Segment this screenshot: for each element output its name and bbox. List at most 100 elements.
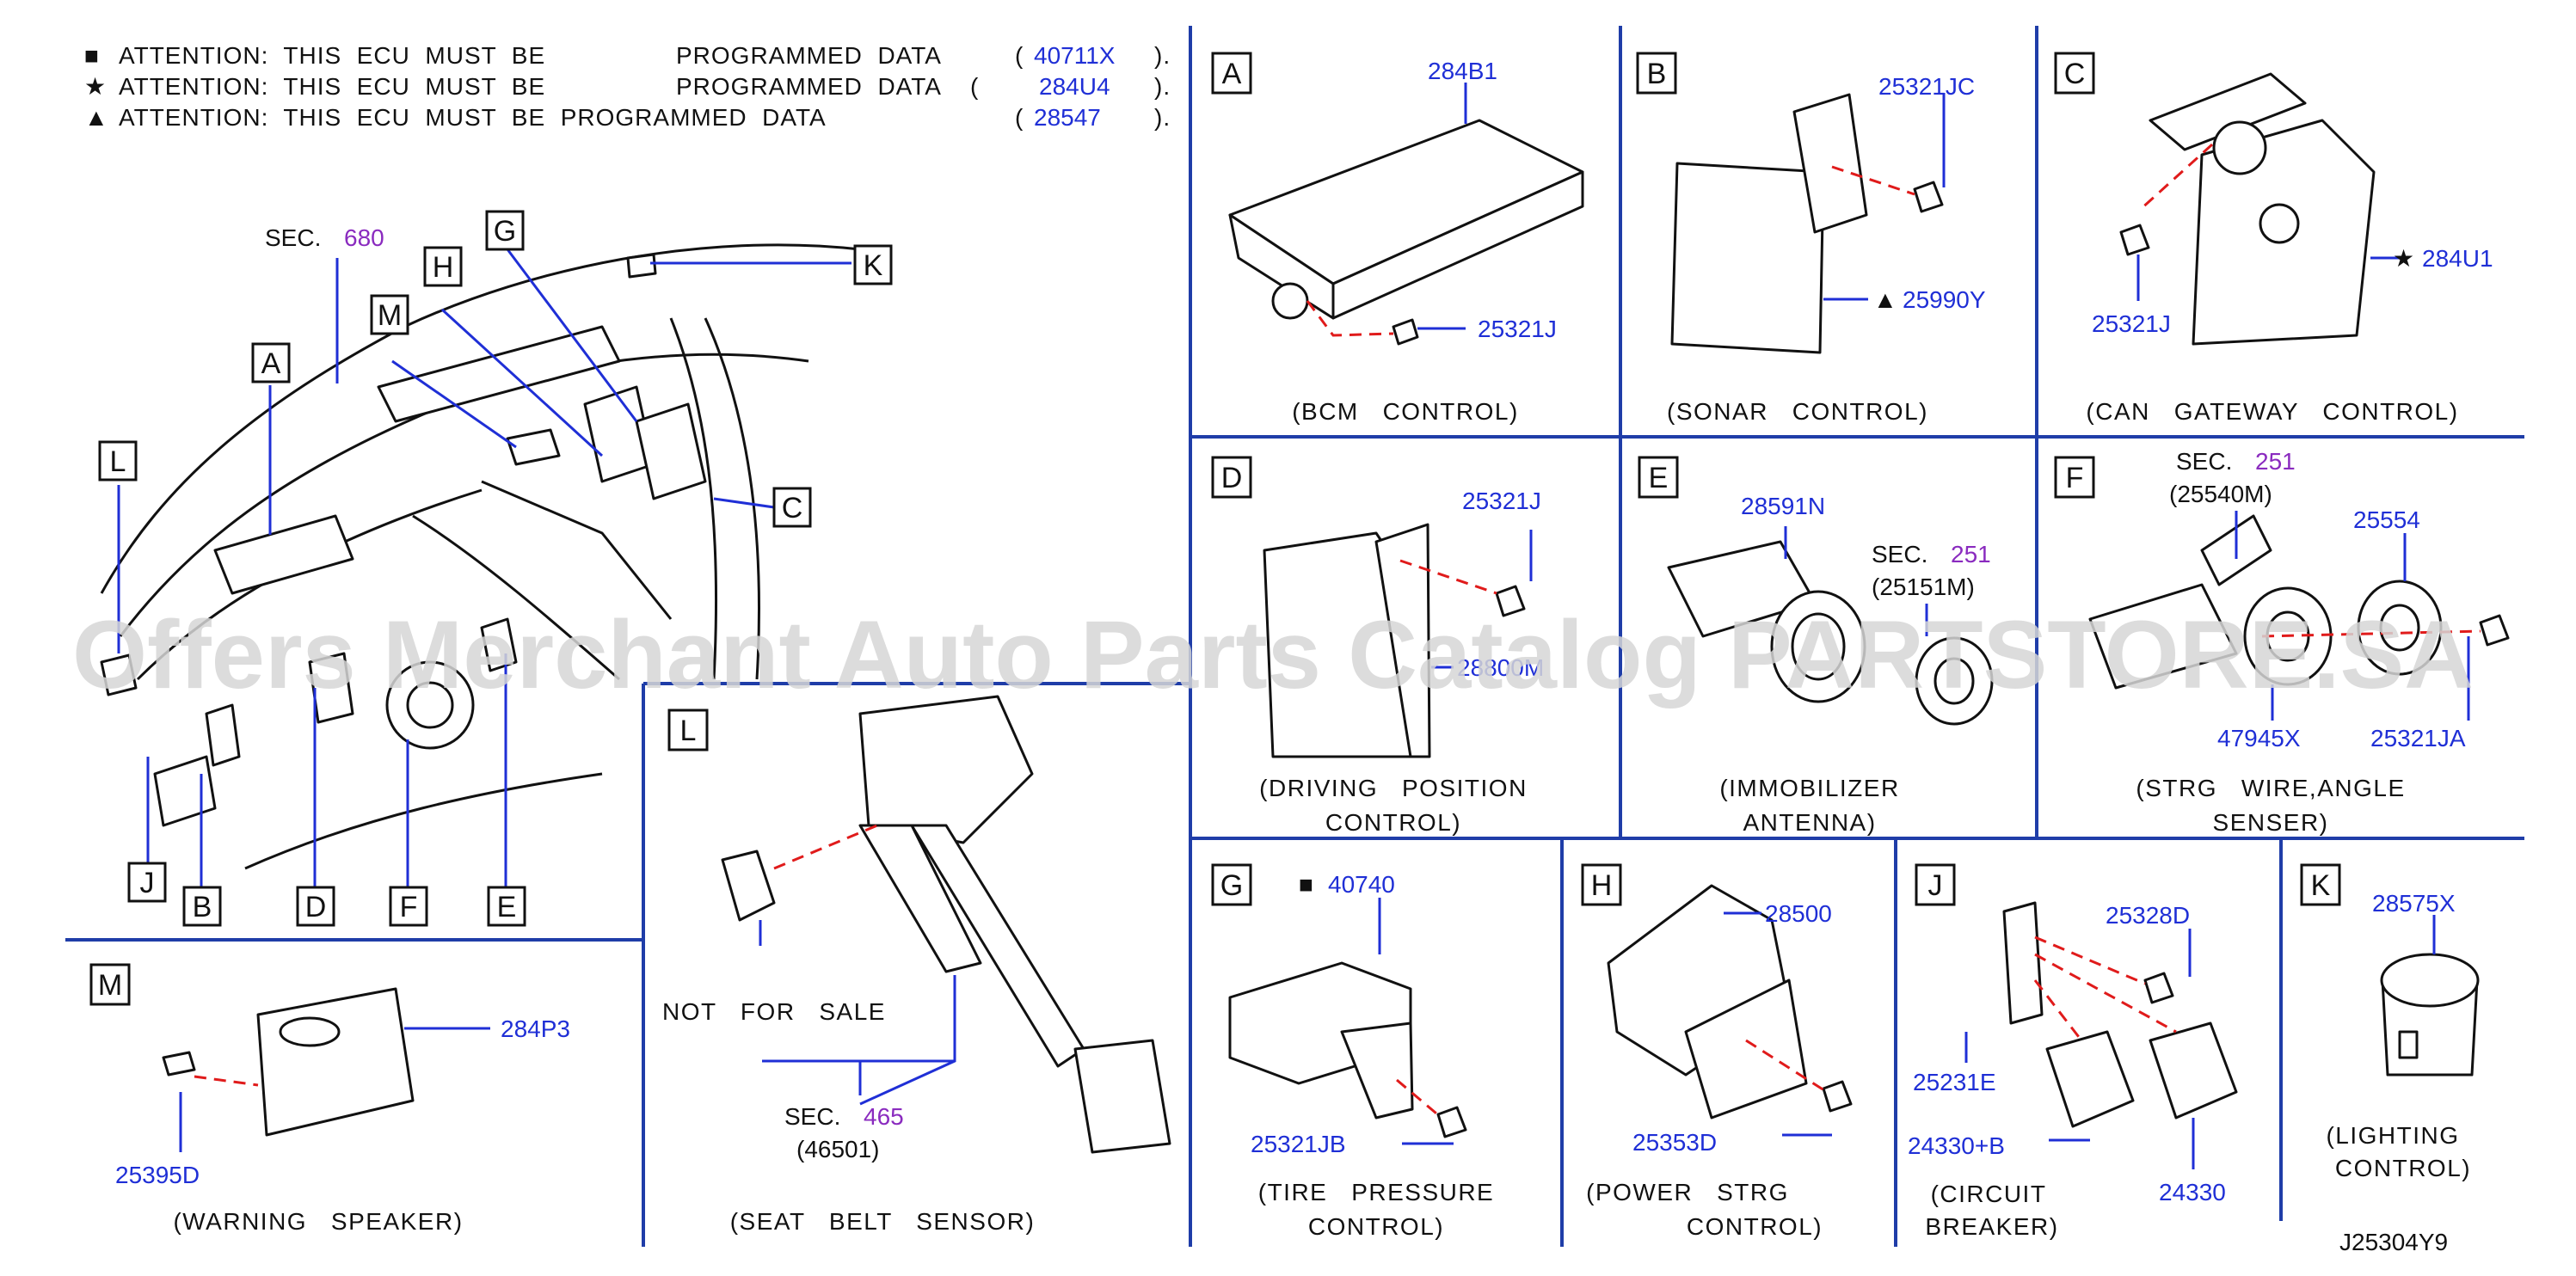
attention-1-code: 40711X — [1034, 42, 1116, 69]
panel-E-caption-1: (IMMOBILIZER — [1719, 775, 1899, 801]
panel-H-part-25353D: 25353D — [1632, 1129, 1717, 1156]
overview-callout-B[interactable]: B — [182, 886, 222, 927]
panel-D-caption-1: (DRIVING POSITION — [1259, 775, 1528, 801]
attention-2-code: 284U4 — [1039, 73, 1110, 100]
panel-L-sec-number: 465 — [864, 1103, 904, 1130]
attention-2-text2: PROGRAMMED DATA — [676, 73, 942, 100]
panel-J-letter: J — [1928, 869, 1943, 902]
panel-F-sec-label: SEC. — [2176, 448, 2232, 475]
panel-K: K 28575X (LIGHTING CONTROL) — [2300, 863, 2480, 1181]
panel-E-sec-number: 251 — [1951, 541, 1991, 567]
panel-E-sec-ref: (25151M) — [1872, 574, 1975, 600]
panel-K-caption-2: CONTROL) — [2335, 1155, 2471, 1181]
panel-F-caption-1: (STRG WIRE,ANGLE — [2136, 775, 2405, 801]
panel-F-part-25321JA: 25321JA — [2370, 725, 2466, 751]
panel-B: B 25321JC ▲ 25990Y (SONAR CONTROL) — [1636, 52, 1986, 425]
panel-E-caption-2: ANTENNA) — [1743, 809, 1876, 836]
panel-C-symbol: ★ — [2393, 245, 2414, 272]
overview-callout-L[interactable]: L — [98, 440, 138, 482]
panel-K-part-28575X: 28575X — [2372, 890, 2456, 917]
overview-sec-label: SEC. — [265, 224, 321, 251]
attention-1-text: ATTENTION: THIS ECU MUST BE — [119, 42, 545, 69]
panel-L-caption: (SEAT BELT SENSOR) — [730, 1208, 1036, 1235]
panel-L-sec-ref: (46501) — [796, 1136, 880, 1163]
panel-E-sec-label: SEC. — [1872, 541, 1927, 567]
attention-1-open: ( — [1015, 42, 1024, 69]
panel-F-part-47945X: 47945X — [2217, 725, 2301, 751]
panel-H-caption-1: (POWER STRG — [1586, 1179, 1789, 1205]
panel-D-caption-2: CONTROL) — [1325, 809, 1461, 836]
dashboard-overview: SEC. 680 A B C D E — [98, 210, 893, 927]
attention-3-close: ). — [1154, 104, 1171, 131]
panel-H: H 28500 25353D (POWER STRG CONTROL) — [1581, 863, 1853, 1240]
overview-letter-B: B — [193, 891, 212, 923]
attention-3-text: ATTENTION: THIS ECU MUST BE PROGRAMMED D… — [119, 104, 827, 131]
attention-3-open: ( — [1015, 104, 1024, 131]
panel-G-letter: G — [1220, 869, 1243, 902]
overview-callout-C[interactable]: C — [772, 487, 812, 528]
overview-letter-J: J — [140, 867, 155, 899]
panel-L-sec-label: SEC. — [784, 1103, 840, 1130]
panel-B-part-25990Y: 25990Y — [1903, 286, 1986, 313]
drawing-number: J25304Y9 — [2339, 1229, 2448, 1255]
seat-belt-sensor-part — [721, 850, 776, 922]
panel-G: G ■ 40740 25321JB (TIRE PRESSURE CONTROL… — [1211, 863, 1494, 1240]
panel-B-caption: (SONAR CONTROL) — [1667, 398, 1928, 425]
overview-letter-K: K — [864, 249, 883, 282]
panel-C-part-25321J: 25321J — [2092, 310, 2171, 337]
attention-2-close: ). — [1154, 73, 1171, 100]
overview-callout-J[interactable]: J — [127, 862, 167, 903]
relay-bracket — [2002, 901, 2044, 1025]
overview-callout-F[interactable]: F — [389, 886, 428, 927]
panel-L: L NOT FOR SALE SEC. 465 (46501) (SEAT BE… — [662, 695, 1171, 1235]
overview-letter-C: C — [782, 492, 803, 525]
panel-G-symbol: ■ — [1299, 871, 1313, 898]
panel-A: A 284B1 25321J (BCM CONTROL) — [1211, 52, 1584, 425]
panel-J-part-25328D: 25328D — [2106, 902, 2190, 929]
panel-K-letter: K — [2311, 869, 2331, 902]
panel-J-caption-1: (CIRCUIT — [1931, 1181, 2047, 1207]
overview-letter-G: G — [494, 215, 516, 248]
panel-B-part-25321JC: 25321JC — [1878, 73, 1975, 100]
attention-3-code: 28547 — [1034, 104, 1101, 131]
panel-D-part-25321J: 25321J — [1462, 488, 1541, 514]
overview-callout-D[interactable]: D — [296, 886, 335, 927]
attention-2-text: ATTENTION: THIS ECU MUST BE — [119, 73, 545, 100]
overview-callout-A[interactable]: A — [251, 342, 291, 383]
overview-callout-H[interactable]: H — [423, 246, 463, 287]
overview-callout-M[interactable]: M — [370, 294, 409, 335]
overview-callout-G[interactable]: G — [485, 210, 525, 251]
panel-G-part-40740: 40740 — [1328, 871, 1395, 898]
attention-3-symbol: ▲ — [84, 104, 109, 131]
panel-G-caption-1: (TIRE PRESSURE — [1258, 1179, 1494, 1205]
panel-G-caption-2: CONTROL) — [1308, 1213, 1444, 1240]
warning-speaker-part — [256, 987, 415, 1137]
panel-K-caption-1: (LIGHTING — [2326, 1122, 2459, 1149]
panel-F: F SEC. 251 (25540M) 25554 47945X 25321JA… — [2054, 448, 2510, 836]
panel-J-part-24330B: 24330+B — [1908, 1132, 2005, 1159]
panel-M-part-284P3: 284P3 — [501, 1015, 570, 1042]
panel-M-caption: (WARNING SPEAKER) — [173, 1208, 463, 1235]
panel-E-letter: E — [1649, 462, 1669, 494]
overview-callout-E[interactable]: E — [487, 886, 526, 927]
panel-H-part-28500: 28500 — [1765, 900, 1832, 927]
panel-C-part-284U1: 284U1 — [2422, 245, 2493, 272]
panel-G-part-25321JB: 25321JB — [1251, 1131, 1346, 1157]
panel-H-letter: H — [1591, 869, 1613, 902]
panel-A-caption: (BCM CONTROL) — [1292, 398, 1519, 425]
panel-F-letter: F — [2066, 462, 2084, 494]
attention-2-open: ( — [970, 73, 979, 100]
panel-M-letter: M — [98, 969, 122, 1002]
panel-C-letter: C — [2064, 58, 2086, 90]
panel-J-caption-2: BREAKER) — [1925, 1213, 2058, 1240]
attention-1-symbol: ■ — [84, 42, 100, 69]
lighting-sensor-dome — [2380, 953, 2480, 1008]
panel-E-part-28591N: 28591N — [1741, 493, 1825, 519]
overview-letter-M: M — [378, 299, 402, 332]
overview-letter-F: F — [400, 891, 418, 923]
panel-L-not-for-sale: NOT FOR SALE — [662, 998, 886, 1025]
panel-M: M 284P3 25395D (WARNING SPEAKER) — [89, 963, 570, 1235]
overview-callout-K[interactable]: K — [853, 244, 893, 285]
